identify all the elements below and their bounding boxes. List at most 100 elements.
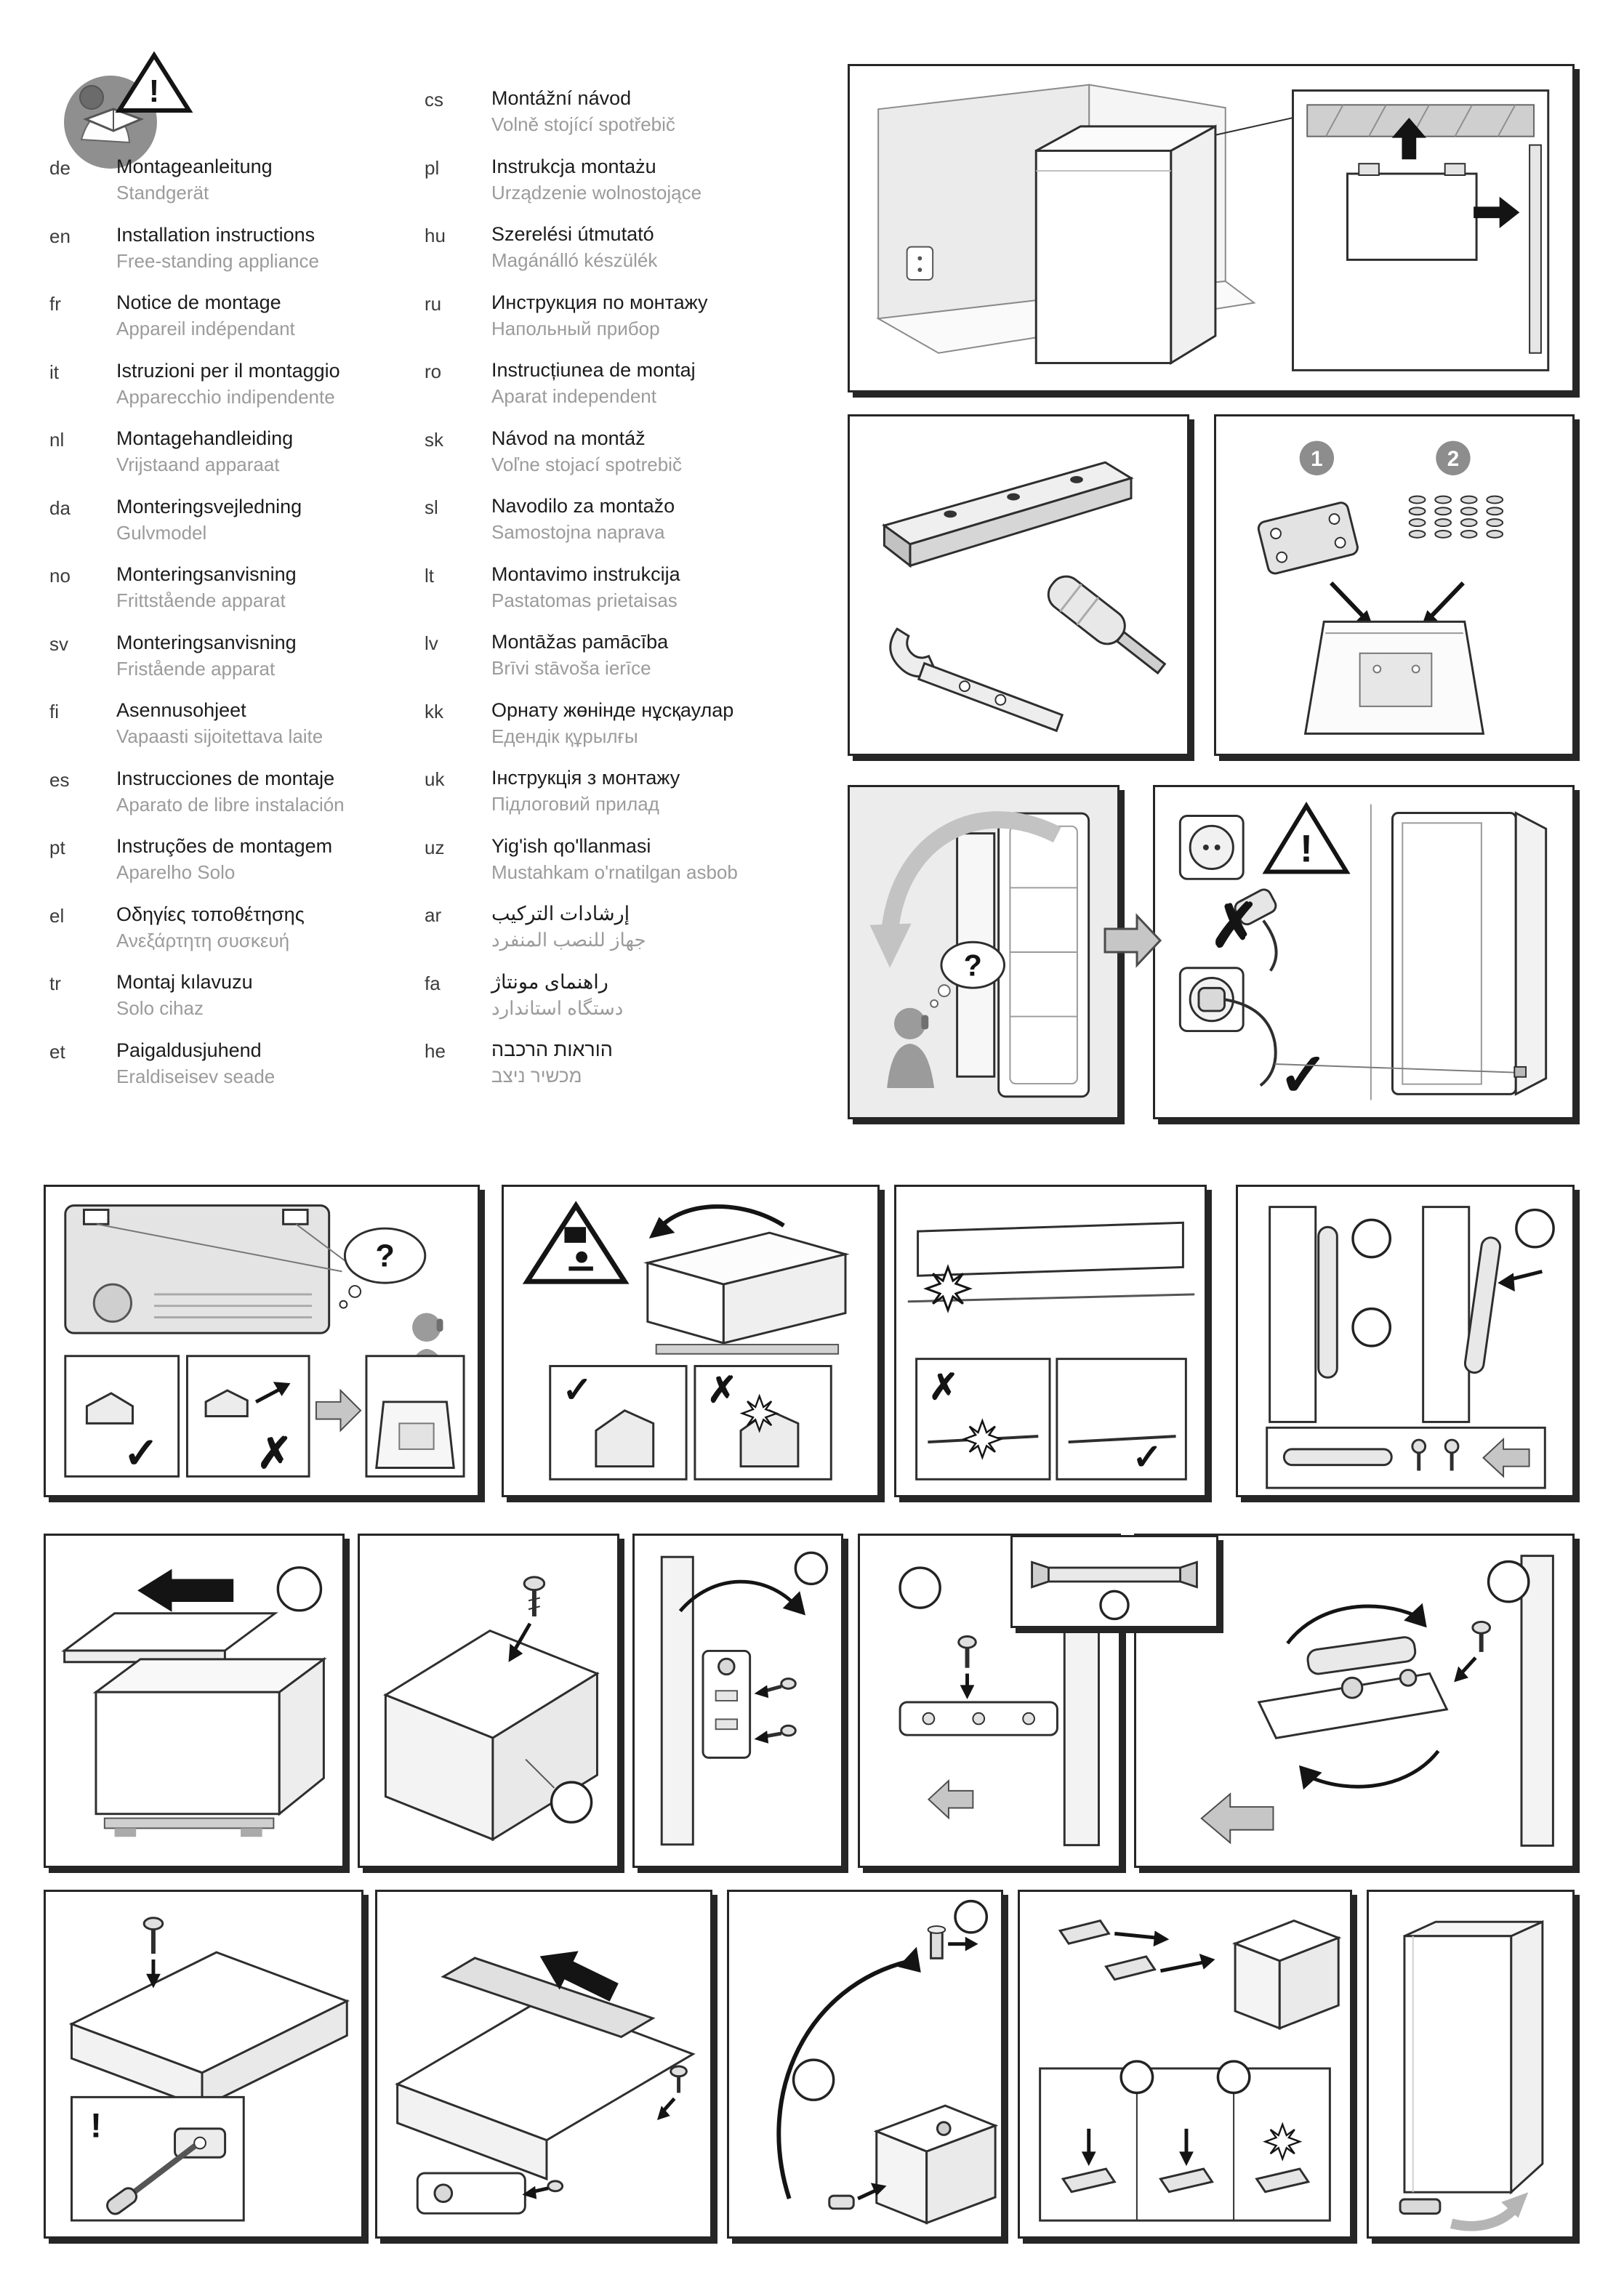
language-code: tr [49, 972, 61, 994]
language-subtitle: جهاز للنصب المنفرد [491, 929, 646, 951]
language-title: Asennusohjeet [116, 699, 246, 721]
language-text: Montavimo instrukcija Pastatomas prietai… [491, 563, 680, 612]
svg-text:✓: ✓ [1132, 1438, 1162, 1478]
cover-strip [441, 1957, 656, 2039]
rotate-arrow-bottom [1308, 1749, 1440, 1789]
language-title: Yig'ish qo'llanmasi [491, 834, 651, 857]
language-code: fi [49, 701, 59, 722]
carton-lid [61, 1612, 278, 1664]
language-entry: fr Notice de montage Appareil indépendan… [49, 291, 420, 360]
figure-hinge-check-warning: ! [44, 1890, 363, 2239]
door-corner [873, 2104, 999, 2225]
language-title: Monteringsanvisning [116, 563, 297, 585]
language-title: راهنمای مونتاژ [491, 970, 608, 993]
support-ok-cell: ✓ [549, 1365, 688, 1481]
svg-text:✗: ✗ [1210, 892, 1260, 959]
figure-edge-impact-warning: ✗ ✓ [894, 1185, 1207, 1497]
figure-door-pin [727, 1890, 1003, 2239]
handle-screws-cell [1266, 1426, 1546, 1489]
language-subtitle: Voľne stojací spotrebič [491, 453, 682, 475]
language-entry: el Οδηγίες τοποθέτησης Ανεξάρτητη συσκευ… [49, 903, 420, 972]
warning-triangle-icon: ! [115, 51, 193, 113]
language-entry: et Paigaldusjuhend Eraldiseisev seade [49, 1039, 420, 1108]
language-subtitle: Apparecchio indipendente [116, 385, 335, 408]
warning-triangle: ! [1262, 801, 1351, 874]
language-title: Monteringsvejledning [116, 495, 302, 517]
language-entry: de Montageanleitung Standgerät [49, 156, 420, 224]
language-title: Інструкція з монтажу [491, 767, 680, 789]
rotate-arrow [678, 1579, 799, 1613]
callout-circle [794, 1551, 829, 1586]
pin-part [927, 1925, 978, 1959]
language-title: Montageanleitung [116, 156, 273, 177]
language-subtitle: Fristående apparat [116, 657, 276, 680]
language-entry: lt Montavimo instrukcija Pastatomas prie… [425, 563, 803, 632]
language-column-2: cs Montážní návod Volně stojící spotřebi… [425, 87, 803, 1107]
language-code: it [49, 360, 59, 383]
language-text: Asennusohjeet Vapaasti sijoitettava lait… [116, 699, 323, 748]
language-entry: ru Инструкция по монтажу Напольный прибо… [425, 291, 803, 360]
language-text: Instruções de montagem Aparelho Solo [116, 835, 332, 884]
appliance-top [395, 1997, 696, 2181]
language-entry: he הוראות הרכבה מכשיר ניצב [425, 1039, 803, 1107]
callout-circle [1351, 1218, 1392, 1259]
language-code: nl [49, 429, 65, 451]
language-title: Instrukcja montażu [491, 155, 656, 177]
language-subtitle: Підлоговий прилад [491, 793, 659, 815]
crossbar [1031, 1560, 1198, 1589]
language-entry: cs Montážní návod Volně stojící spotřebi… [425, 87, 803, 156]
language-text: Monteringsvejledning Gulvmodel [116, 496, 302, 544]
language-text: Instrukcja montażu Urządzenie wolnostoją… [491, 156, 702, 204]
next-step-arrow [1104, 913, 1162, 968]
language-code: fr [49, 293, 61, 315]
rear-spacer-inset [1292, 89, 1550, 371]
screw [957, 1635, 977, 1700]
language-title: Installation instructions [116, 223, 315, 246]
language-title: Montavimo instrukcija [491, 563, 680, 585]
language-title: Montagehandleiding [116, 427, 294, 449]
figure-transport-lock: ? ✓ ✗ [44, 1185, 480, 1497]
direction-arrow [927, 1779, 974, 1820]
figure-tools [848, 414, 1189, 756]
svg-text:?: ? [375, 1238, 395, 1273]
language-entry: es Instrucciones de montaje Aparato de l… [49, 768, 420, 836]
language-code: kk [425, 700, 443, 722]
screw [1454, 1620, 1492, 1683]
language-subtitle: Volně stojící spotřebič [491, 113, 675, 135]
language-subtitle: Solo cihaz [116, 997, 204, 1019]
callout-circle [899, 1566, 941, 1609]
language-subtitle: Standgerät [116, 182, 209, 204]
language-text: Szerelési útmutató Magánálló készülék [491, 223, 657, 272]
mounting-plates [1257, 502, 1359, 575]
screw [142, 1917, 164, 1989]
callout-circle [1487, 1560, 1530, 1603]
language-code: fa [425, 972, 441, 994]
callout-circle [1515, 1208, 1555, 1249]
language-text: הוראות הרכבה מכשיר ניצב [491, 1039, 613, 1087]
appliance-final [1403, 1920, 1544, 2195]
figure-crossbar-inset [1010, 1535, 1218, 1628]
appliance-top-corner [383, 1629, 600, 1842]
figure-power-connection-warning: ! ✗ ✓ [1153, 785, 1575, 1119]
door-edge-left [1269, 1206, 1392, 1423]
language-text: Istruzioni per il montaggio Apparecchio … [116, 360, 340, 408]
language-entry: sk Návod na montáž Voľne stojací spotreb… [425, 427, 803, 496]
language-subtitle: Aparat independent [491, 385, 656, 407]
mounting-bracket [899, 1701, 1058, 1736]
slide-arrow [137, 1568, 234, 1612]
language-subtitle: Brīvi stāvoša ierīce [491, 657, 651, 679]
screw [523, 1576, 546, 1616]
language-code: no [49, 565, 71, 587]
svg-text:✗: ✗ [707, 1370, 737, 1410]
figure-cover-slide [375, 1890, 712, 2239]
appliance [1034, 124, 1217, 366]
direction-arrow [1482, 1437, 1530, 1478]
callout-circle [792, 2058, 835, 2101]
language-subtitle: Напольный прибор [491, 317, 660, 339]
socket-wrong: ✗ [1178, 814, 1278, 972]
language-subtitle: Vapaasti sijoitettava laite [116, 725, 323, 747]
thinking-person: ? [887, 940, 1006, 1088]
figure-top-corner-screw [358, 1534, 619, 1868]
cap-parts [1058, 1919, 1215, 1981]
language-code: sl [425, 496, 438, 518]
